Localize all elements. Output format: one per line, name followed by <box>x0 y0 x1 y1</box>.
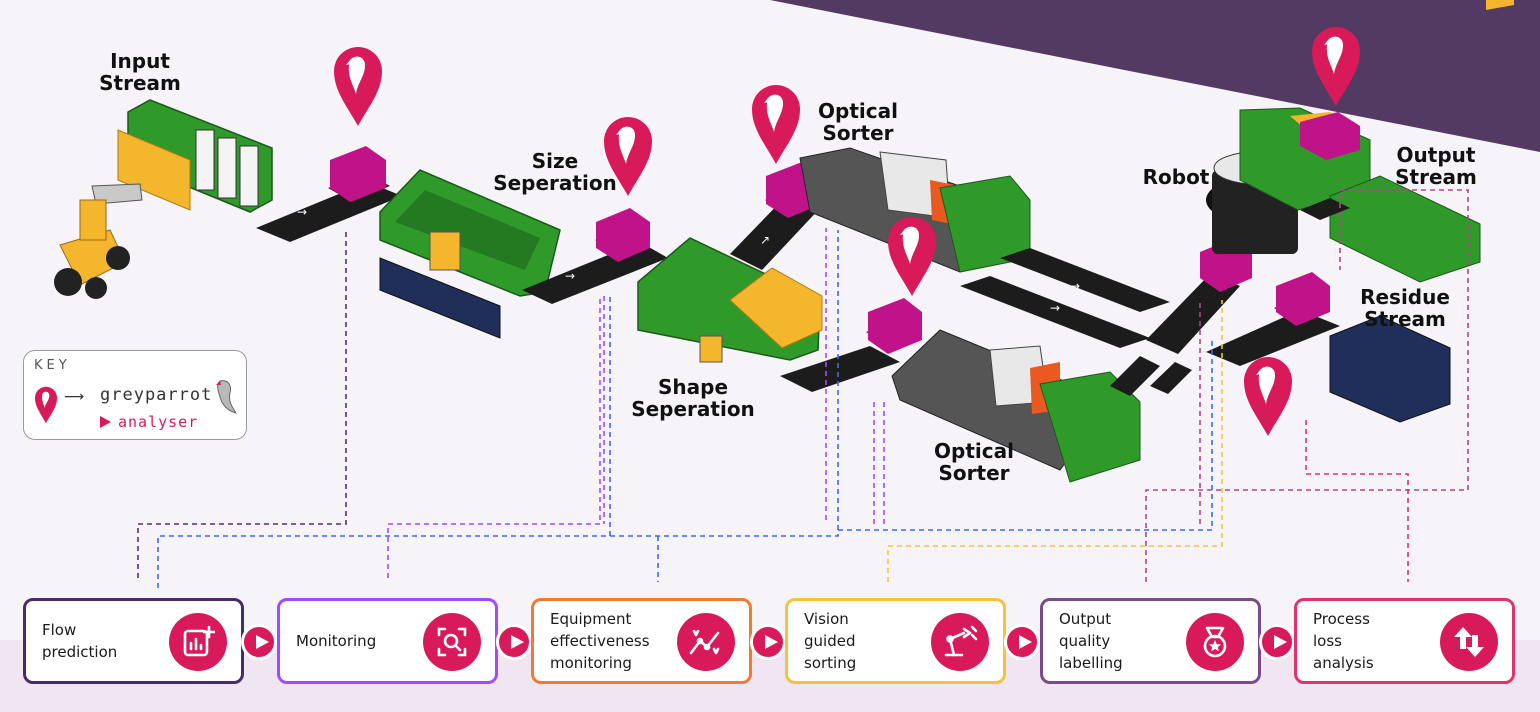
card-monitoring[interactable]: Monitoring <box>277 598 498 684</box>
analyser-pin-icon <box>1244 357 1292 436</box>
key-legend: KEY ⟶ greyparrot analyser <box>23 350 247 440</box>
label-shape-separation: Shape Seperation <box>631 375 755 421</box>
conveyor-2 <box>522 242 668 304</box>
optical-sorter-bottom <box>891 329 1141 483</box>
key-title: KEY <box>34 358 71 373</box>
label-residue-stream: Residue Stream <box>1360 285 1450 331</box>
robot-arm-icon <box>931 613 989 671</box>
brand-name: greyparrot <box>100 385 213 405</box>
analyser-pin-icon <box>334 47 382 126</box>
analyser-pin-icon <box>604 117 652 196</box>
robot-machine <box>1206 107 1371 254</box>
flow-arrow-icon <box>241 624 277 660</box>
label-robot: Robot <box>1142 165 1210 189</box>
size-separation-machine <box>379 169 561 339</box>
svg-text:→: → <box>1050 301 1060 315</box>
trend-line-icon <box>677 613 735 671</box>
card-output-quality-labelling[interactable]: Output quality labelling <box>1040 598 1261 684</box>
optical-sorter-top <box>799 147 1031 273</box>
connector-lines <box>137 189 1469 588</box>
flow-arrow-icon <box>1004 624 1040 660</box>
conveyor-1 <box>256 182 402 242</box>
card-flow-prediction[interactable]: Flow prediction <box>23 598 244 684</box>
flow-arrow-icon <box>750 624 786 660</box>
arrow-right-icon: ⟶ <box>64 389 85 405</box>
card-equipment-effectiveness[interactable]: Equipment effectiveness monitoring <box>531 598 752 684</box>
input-hopper <box>117 99 273 213</box>
analyser-pin-icon <box>1312 27 1360 106</box>
analyser-pin-icon <box>752 85 800 164</box>
card-label: Process loss analysis <box>1313 610 1374 672</box>
output-baler <box>1329 0 1514 283</box>
svg-text:→: → <box>297 205 307 219</box>
label-size-separation: Size Seperation <box>493 149 617 195</box>
conveyor-4 <box>780 346 900 392</box>
card-vision-guided-sorting[interactable]: Vision guided sorting <box>785 598 1006 684</box>
card-label: Vision guided sorting <box>804 610 857 672</box>
label-optical-sorter-bottom: Optical Sorter <box>934 439 1014 485</box>
card-label: Flow prediction <box>42 621 118 661</box>
label-input-stream: Input Stream <box>99 49 181 95</box>
loader-vehicle <box>54 183 143 299</box>
play-icon <box>100 416 111 428</box>
parrot-icon <box>216 380 238 414</box>
swap-arrows-icon <box>1440 613 1498 671</box>
shape-separation-machine <box>637 237 823 363</box>
product-name: analyser <box>118 413 199 431</box>
card-label: Output quality labelling <box>1059 610 1123 672</box>
analyser-pin-icon <box>888 217 936 296</box>
svg-text:↗: ↗ <box>760 233 770 247</box>
card-label: Equipment effectiveness monitoring <box>550 610 650 672</box>
flow-arrow-icon <box>496 624 532 660</box>
flow-arrow-icon <box>1259 624 1295 660</box>
label-output-stream: Output Stream <box>1395 143 1477 189</box>
map-pin-icon <box>34 386 58 424</box>
medal-icon <box>1186 613 1244 671</box>
chart-plus-icon <box>169 613 227 671</box>
label-optical-sorter-top: Optical Sorter <box>818 99 898 145</box>
card-process-loss-analysis[interactable]: Process loss analysis <box>1294 598 1515 684</box>
card-label: Monitoring <box>296 632 377 650</box>
search-frame-icon <box>423 613 481 671</box>
svg-text:→: → <box>565 269 575 283</box>
svg-text:→: → <box>1070 279 1080 293</box>
